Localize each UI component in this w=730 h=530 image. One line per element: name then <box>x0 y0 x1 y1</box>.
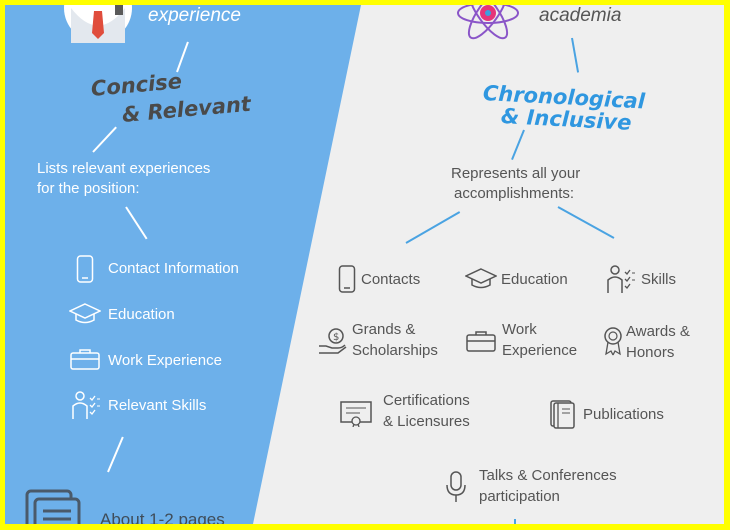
connector-line <box>571 37 580 73</box>
left-top-label: experience <box>148 5 241 26</box>
atom-icon <box>453 5 523 43</box>
left-item-education: Education <box>108 306 175 323</box>
phone-icon <box>76 255 94 283</box>
person-avatar-icon <box>63 5 133 43</box>
right-item-publications: Publications <box>583 406 664 423</box>
left-description-line1: Lists relevant experiences <box>37 160 211 177</box>
left-item-work-experience: Work Experience <box>108 352 222 369</box>
graduation-cap-icon <box>465 268 497 290</box>
briefcase-icon <box>466 330 496 352</box>
right-item-awards-line2: Honors <box>626 344 675 361</box>
books-icon <box>549 399 575 429</box>
right-item-contacts: Contacts <box>361 271 421 288</box>
left-description-line2: for the position: <box>37 180 140 197</box>
certificate-icon <box>340 401 372 427</box>
award-ribbon-icon <box>603 326 623 356</box>
graduation-cap-icon <box>69 303 101 325</box>
right-item-awards-line1: Awards & <box>626 323 690 340</box>
right-item-talks-line1: Talks & Conferences <box>479 467 617 484</box>
connector-line <box>557 206 615 239</box>
right-item-talks-line2: participation <box>479 488 560 505</box>
right-item-education: Education <box>501 271 568 288</box>
connector-line <box>511 129 525 161</box>
right-item-certifications-line2: & Licensures <box>383 413 470 430</box>
person-skills-icon <box>71 390 101 420</box>
right-item-grants-line1: Grands & <box>352 321 416 338</box>
document-icon <box>25 489 83 524</box>
phone-icon <box>338 265 356 293</box>
right-item-certifications-line1: Certifications <box>383 392 470 409</box>
right-item-grants-line2: Scholarships <box>352 342 438 359</box>
left-footer-pages: About 1-2 pages <box>100 510 225 524</box>
right-description-line2: accomplishments: <box>454 185 575 202</box>
connector-line <box>405 211 461 244</box>
connector-line <box>514 519 516 524</box>
left-item-relevant-skills: Relevant Skills <box>108 397 207 414</box>
person-skills-icon <box>606 264 636 294</box>
microphone-icon <box>445 471 467 503</box>
left-item-contact-information: Contact Information <box>108 260 239 277</box>
svg-text:$: $ <box>333 332 339 343</box>
hand-money-icon: $ <box>318 327 348 355</box>
right-item-work-line1: Work <box>502 321 537 338</box>
infographic: experience Concise & Relevant Lists rele… <box>5 5 724 524</box>
right-description-line1: Represents all your <box>451 165 581 182</box>
briefcase-icon <box>70 348 100 370</box>
right-top-label: academia <box>539 5 622 26</box>
right-item-skills: Skills <box>641 271 677 288</box>
right-item-work-line2: Experience <box>502 342 578 359</box>
